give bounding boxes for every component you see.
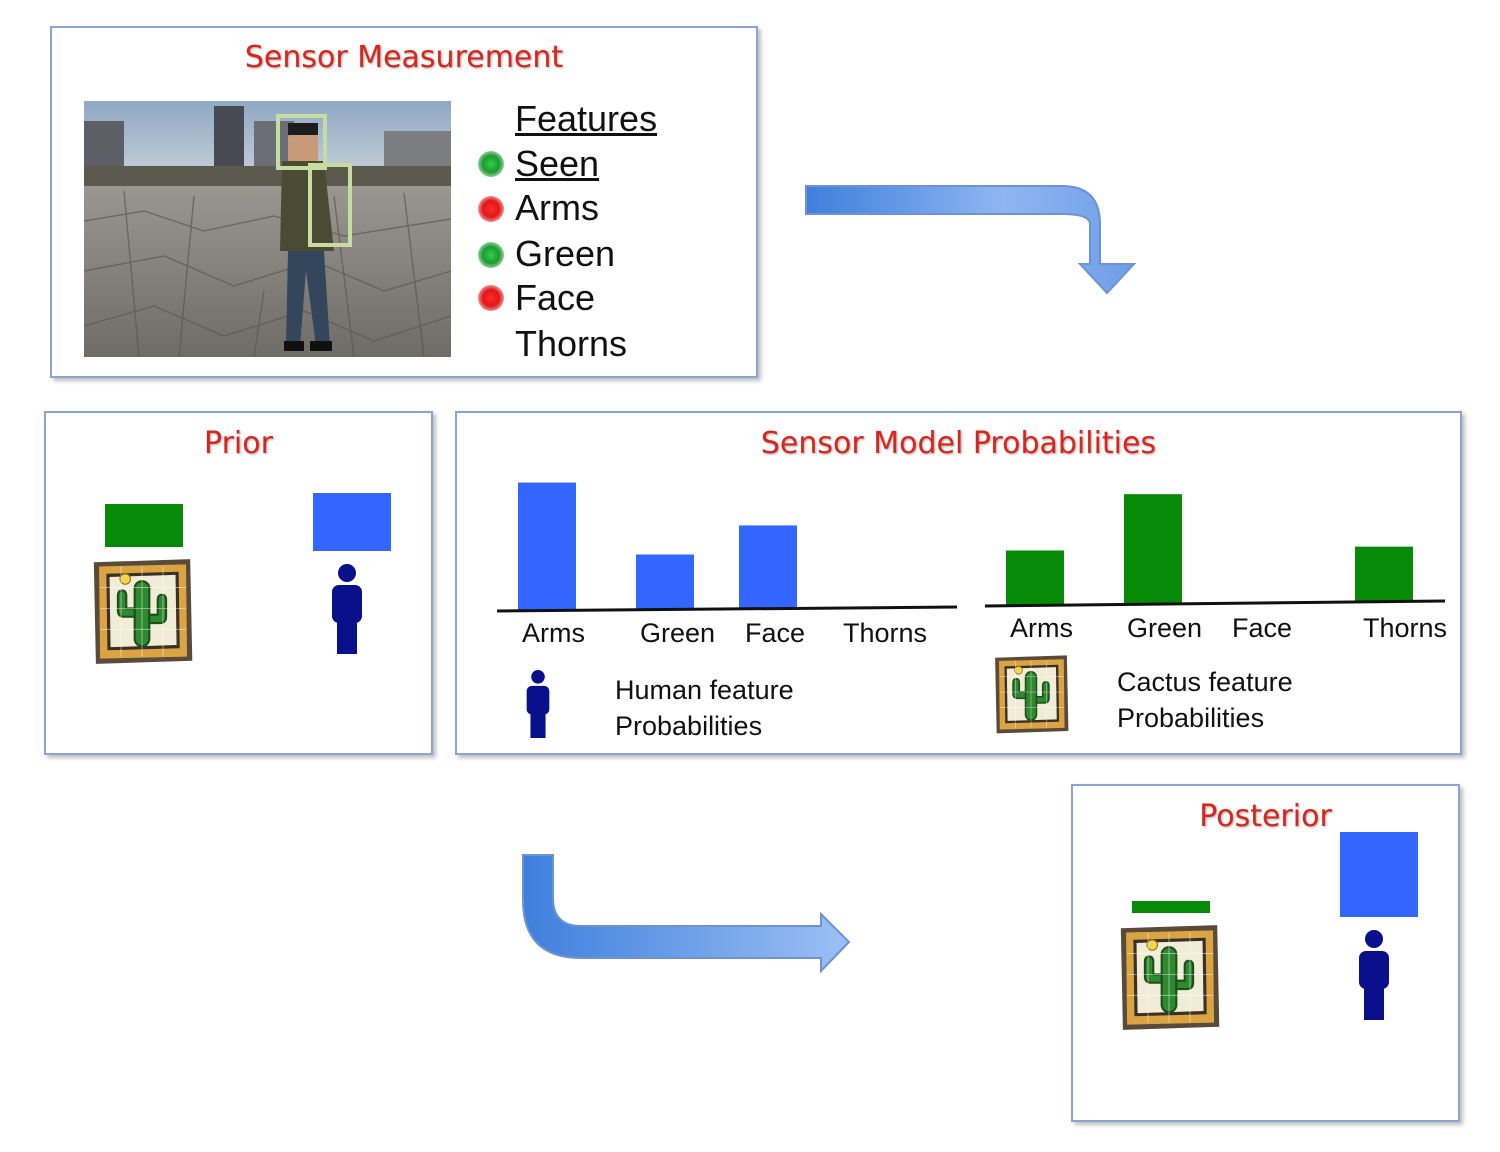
person-icon	[332, 564, 362, 654]
human-legend-person-icon	[526, 670, 550, 738]
cactus-bar-green	[1124, 494, 1182, 605]
cactus-caption-line2: Probabilities	[1117, 703, 1265, 733]
cactus-axis-line	[984, 599, 1446, 608]
cactus-caption-line1: Cactus feature	[1117, 667, 1293, 697]
human-axis-label-face: Face	[745, 618, 806, 648]
prior-human-bar	[313, 493, 391, 551]
human-axis-label-green: Green	[640, 618, 716, 648]
sensor-measurement-title: Sensor Measurement	[244, 40, 564, 75]
cactus-axis-label-arms: Arms	[1010, 613, 1073, 643]
cactus-feature-chart	[984, 494, 1446, 608]
person-photo	[84, 101, 451, 357]
cactus-legend-icon	[994, 654, 1070, 735]
human-axis-label-arms: Arms	[522, 618, 585, 648]
flow-arrow-right-down-icon	[805, 185, 1137, 295]
human-bar-arms	[518, 482, 576, 611]
seen-indicator-arms	[478, 151, 504, 177]
cactus-axis-label-face: Face	[1232, 613, 1293, 643]
cactus-icon	[92, 558, 194, 665]
not-seen-indicator-thorns	[478, 285, 504, 311]
feature-label-arms: Arms	[515, 187, 599, 228]
sensor-model-panel	[455, 411, 1462, 755]
human-caption-line2: Probabilities	[615, 711, 763, 741]
cactus-axis-label-green: Green	[1127, 613, 1203, 643]
cactus-icon	[1119, 924, 1221, 1031]
seen-indicator-face	[478, 242, 504, 268]
human-bar-face	[739, 525, 797, 609]
not-seen-indicator-green	[478, 196, 504, 222]
human-bar-green	[636, 554, 694, 610]
posterior-title: Posterior	[1199, 799, 1332, 834]
prior-cactus-bar	[105, 504, 183, 547]
seen-header: Seen	[515, 143, 600, 184]
sensor-model-title: Sensor Model Probabilities	[760, 426, 1157, 461]
flow-arrow-down-right-icon	[522, 854, 851, 974]
feature-label-face: Face	[515, 277, 596, 318]
human-caption-line1: Human feature	[615, 675, 794, 705]
human-feature-chart	[496, 482, 958, 613]
posterior-human-bar	[1340, 832, 1418, 917]
prior-title: Prior	[204, 426, 273, 461]
feature-label-green: Green	[515, 233, 616, 274]
human-axis-label-thorns: Thorns	[843, 618, 928, 648]
features-header: Features	[515, 98, 658, 139]
human-axis-line	[496, 605, 958, 613]
cactus-axis-label-thorns: Thorns	[1363, 613, 1448, 643]
person-icon	[1359, 930, 1389, 1020]
feature-label-thorns: Thorns	[515, 323, 628, 364]
cactus-bar-thorns	[1355, 546, 1413, 602]
posterior-cactus-bar	[1132, 901, 1210, 913]
cactus-bar-arms	[1006, 550, 1064, 606]
